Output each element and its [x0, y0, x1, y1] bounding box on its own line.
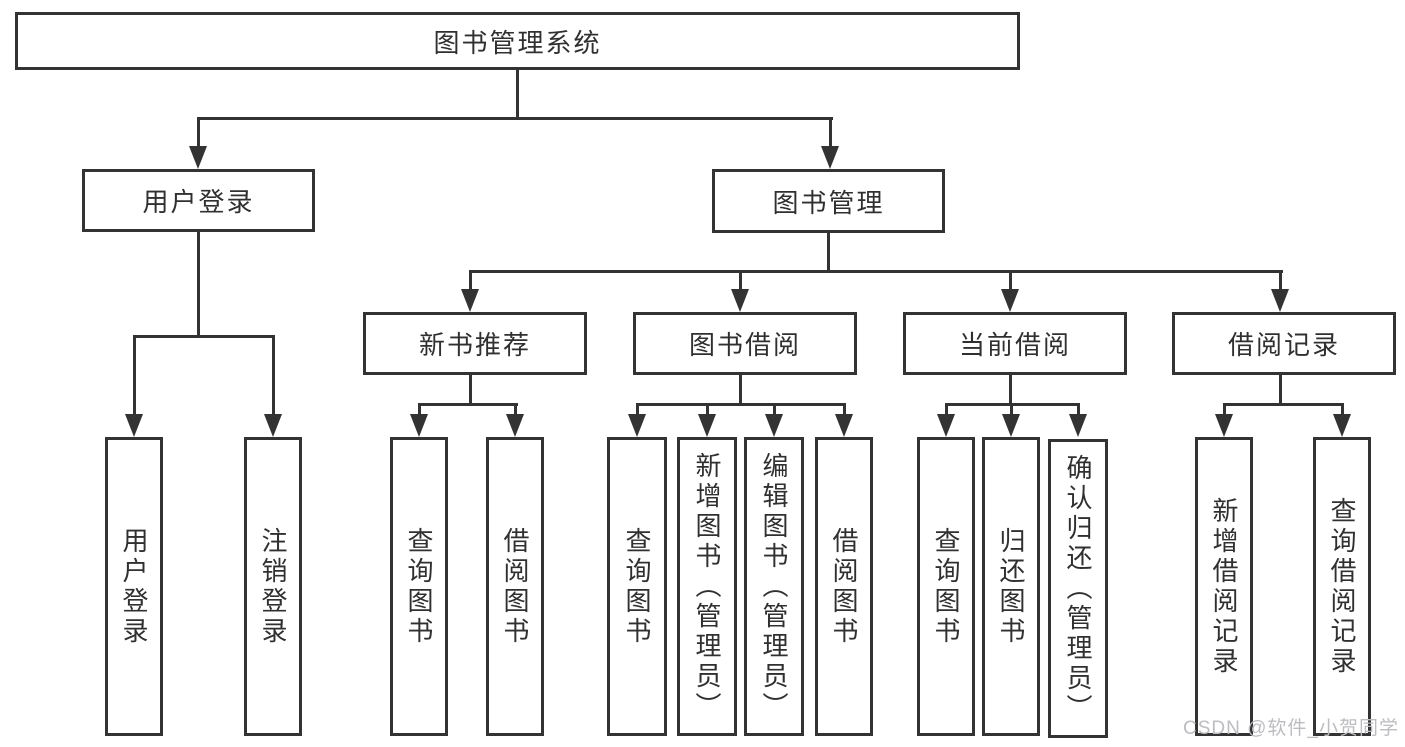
node-book-borrow-label: 图书借阅: [688, 330, 801, 360]
connector-level3-bar: [469, 270, 1283, 273]
arrow-down-icon: [1069, 414, 1087, 437]
connector-shaft: [197, 117, 200, 148]
leaf-query-books-current-label: 查询图书: [931, 526, 961, 647]
leaf-confirm-return-admin: 确认归还（管理员）: [1048, 439, 1108, 738]
connector-bar: [418, 403, 518, 406]
connector-shaft: [739, 270, 742, 291]
node-borrow-records: 借阅记录: [1172, 312, 1396, 375]
connector-stem: [469, 375, 472, 406]
arrow-down-icon: [1271, 289, 1289, 312]
leaf-edit-books-admin: 编辑图书（管理员）: [744, 437, 804, 736]
leaf-borrow-books-label: 借阅图书: [829, 526, 859, 647]
connector-user-login-stem: [197, 232, 200, 338]
connector-shaft: [1077, 403, 1080, 415]
leaf-borrow-books-recommend: 借阅图书: [486, 437, 544, 736]
connector-stem: [739, 375, 742, 406]
leaf-confirm-return-admin-label: 确认归还（管理员）: [1063, 453, 1093, 724]
connector-shaft: [636, 403, 639, 415]
connector-shaft: [773, 403, 776, 415]
connector-bar: [1223, 403, 1344, 406]
leaf-add-books-admin: 新增图书（管理员）: [677, 437, 737, 736]
arrow-down-icon: [1002, 414, 1020, 437]
connector-bar: [636, 403, 846, 406]
connector-shaft: [272, 335, 275, 415]
arrow-down-icon: [1215, 414, 1233, 437]
arrow-down-icon: [264, 414, 282, 437]
connector-shaft: [706, 403, 709, 415]
node-borrow-records-label: 借阅记录: [1227, 330, 1340, 360]
connector-level2-bar: [197, 117, 833, 120]
connector-book-mgmt-stem: [827, 232, 830, 273]
connector-shaft: [829, 117, 832, 148]
connector-shaft: [1223, 403, 1226, 415]
arrow-down-icon: [628, 414, 646, 437]
leaf-borrow-books: 借阅图书: [815, 437, 873, 736]
node-root: 图书管理系统: [15, 12, 1020, 70]
leaf-add-borrow-record: 新增借阅记录: [1195, 437, 1253, 736]
connector-shaft: [945, 403, 948, 415]
connector-shaft: [1009, 270, 1012, 291]
node-root-label: 图书管理系统: [433, 27, 602, 58]
connector-shaft: [133, 335, 136, 415]
leaf-user-login-label: 用户登录: [119, 526, 149, 647]
arrow-down-icon: [937, 414, 955, 437]
connector-shaft: [1279, 270, 1282, 291]
node-new-book-recommend-label: 新书推荐: [418, 330, 531, 360]
arrow-down-icon: [731, 289, 749, 312]
node-user-login-label: 用户登录: [142, 187, 255, 217]
connector-shaft: [514, 403, 517, 415]
leaf-query-books-recommend: 查询图书: [390, 437, 448, 736]
node-current-borrow: 当前借阅: [903, 312, 1127, 375]
leaf-query-books-current: 查询图书: [917, 437, 975, 736]
node-book-management-label: 图书管理: [772, 187, 885, 218]
arrow-down-icon: [410, 414, 428, 437]
arrow-down-icon: [189, 146, 207, 169]
connector-shaft: [469, 270, 472, 291]
leaf-add-books-admin-label: 新增图书（管理员）: [692, 451, 722, 722]
leaf-query-borrow-record: 查询借阅记录: [1313, 437, 1371, 736]
leaf-query-books-recommend-label: 查询图书: [404, 526, 434, 647]
leaf-query-borrow-record-label: 查询借阅记录: [1327, 496, 1357, 677]
leaf-return-books: 归还图书: [982, 437, 1040, 736]
leaf-logout-label: 注销登录: [258, 526, 288, 647]
connector-shaft: [418, 403, 421, 415]
leaf-query-books-borrow-label: 查询图书: [622, 526, 652, 647]
node-book-management: 图书管理: [712, 169, 945, 233]
arrow-down-icon: [765, 414, 783, 437]
connector-user-leaves-bar: [133, 335, 275, 338]
leaf-add-borrow-record-label: 新增借阅记录: [1209, 496, 1239, 677]
arrow-down-icon: [821, 146, 839, 169]
connector-shaft: [1341, 403, 1344, 415]
connector-stem: [1009, 375, 1012, 406]
node-new-book-recommend: 新书推荐: [363, 312, 587, 375]
node-user-login: 用户登录: [82, 169, 315, 232]
leaf-return-books-label: 归还图书: [996, 526, 1026, 647]
arrow-down-icon: [125, 414, 143, 437]
arrow-down-icon: [506, 414, 524, 437]
node-book-borrow: 图书借阅: [633, 312, 857, 375]
connector-shaft: [1010, 403, 1013, 415]
connector-shaft: [843, 403, 846, 415]
arrow-down-icon: [1001, 289, 1019, 312]
node-current-borrow-label: 当前借阅: [958, 330, 1071, 360]
leaf-logout: 注销登录: [244, 437, 302, 736]
leaf-query-books-borrow: 查询图书: [607, 437, 667, 736]
arrow-down-icon: [461, 289, 479, 312]
leaf-borrow-books-recommend-label: 借阅图书: [500, 526, 530, 647]
arrow-down-icon: [835, 414, 853, 437]
arrow-down-icon: [1333, 414, 1351, 437]
leaf-edit-books-admin-label: 编辑图书（管理员）: [759, 451, 789, 722]
arrow-down-icon: [698, 414, 716, 437]
connector-stem: [1279, 375, 1282, 406]
csdn-watermark: CSDN @软件_小贺同学: [1183, 718, 1399, 739]
connector-root-stem: [516, 70, 519, 120]
leaf-user-login: 用户登录: [105, 437, 163, 736]
